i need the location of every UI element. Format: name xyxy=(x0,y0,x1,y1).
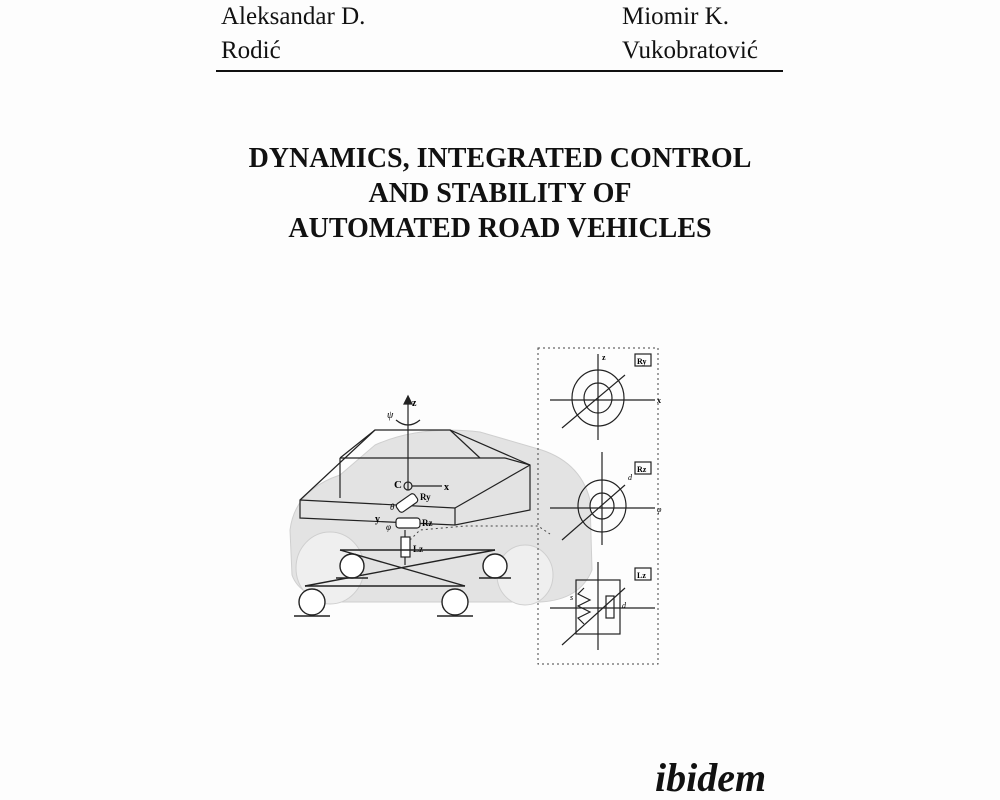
publisher-logo: ibidem xyxy=(655,755,767,800)
detail-rz-label: Rz xyxy=(637,465,647,474)
label-lz: Lz xyxy=(413,544,423,554)
detail-lz-s: s xyxy=(570,593,573,602)
joint-lz xyxy=(400,530,411,565)
title-line-2: AND STABILITY OF xyxy=(368,178,632,209)
label-x: x xyxy=(444,482,449,493)
wheel-front-left xyxy=(336,553,368,579)
detail-panel xyxy=(537,347,659,665)
header-divider xyxy=(216,70,783,72)
z-axis xyxy=(395,394,421,490)
body-wireframe xyxy=(299,429,531,526)
title-line-1: DYNAMICS, INTEGRATED CONTROL xyxy=(248,143,752,174)
label-theta: θ xyxy=(390,502,395,512)
wheel-rear-right xyxy=(437,588,473,617)
detail-ry xyxy=(550,353,655,440)
label-psi: ψ xyxy=(387,410,394,421)
joint-rz xyxy=(395,517,421,529)
label-phi: φ xyxy=(386,522,391,532)
vehicle-dynamics-illustration: z ψ C x Ry θ Rz y φ Lz xyxy=(289,347,662,665)
label-y: y xyxy=(375,514,380,525)
joint-ry xyxy=(395,493,419,513)
author-right-last: Vukobratović xyxy=(622,37,758,64)
label-c: C xyxy=(394,479,402,491)
label-z: z xyxy=(412,398,417,409)
wheel-front-right xyxy=(479,553,511,579)
author-left-first: Aleksandar D. xyxy=(221,3,366,30)
book-title: DYNAMICS, INTEGRATED CONTROL AND STABILI… xyxy=(200,141,800,246)
author-left: Aleksandar D. Rodić xyxy=(221,0,365,68)
detail-rz-d: d xyxy=(628,473,633,482)
detail-ry-z: z xyxy=(602,353,606,362)
title-line-3: AUTOMATED ROAD VEHICLES xyxy=(288,213,712,244)
label-rz: Rz xyxy=(422,518,433,528)
detail-lz-label: Lz xyxy=(637,571,646,580)
label-ry: Ry xyxy=(420,492,431,502)
suspension-frame xyxy=(304,549,496,587)
detail-ry-x: x xyxy=(657,396,661,405)
author-right: Miomir K. Vukobratović xyxy=(622,0,758,68)
detail-rz xyxy=(550,452,655,545)
author-right-first: Miomir K. xyxy=(622,3,729,30)
detail-lz xyxy=(550,562,655,650)
author-left-last: Rodić xyxy=(221,37,281,64)
detail-lz-d: d xyxy=(622,601,627,610)
wheel-rear-left xyxy=(294,588,330,617)
detail-ry-label: Ry xyxy=(637,357,647,366)
detail-rz-phi: φ xyxy=(657,505,662,514)
